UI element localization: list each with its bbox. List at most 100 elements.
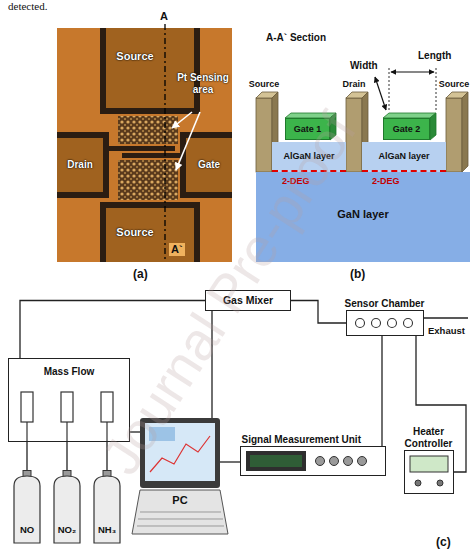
laptop-drawing bbox=[132, 490, 228, 534]
instrument-panel bbox=[316, 457, 325, 466]
cylinder-outline bbox=[14, 476, 40, 543]
dimension-line bbox=[375, 77, 386, 110]
node-label: Mass Flow bbox=[44, 366, 95, 378]
instrument-panel bbox=[358, 457, 367, 466]
node-label: AlGaN layer bbox=[378, 151, 429, 161]
dimension-label: Width bbox=[350, 60, 378, 72]
node-label: PC bbox=[172, 494, 187, 507]
cylinder-outline bbox=[94, 476, 120, 543]
flow-controller bbox=[26, 422, 27, 442]
section-mark: A bbox=[160, 10, 168, 23]
pad-label: Source bbox=[110, 50, 160, 63]
node-label: Sensor Chamber bbox=[335, 298, 435, 310]
node-label: Signal Measurement Unit bbox=[240, 434, 388, 446]
sensing-arrow bbox=[172, 112, 192, 128]
pad-label: Gate bbox=[186, 159, 232, 171]
chamber-port bbox=[356, 319, 413, 328]
pad-label: Drain bbox=[58, 159, 102, 171]
callout-label: Pt Sensing area bbox=[176, 72, 230, 95]
contact-pillar bbox=[462, 92, 468, 172]
section-line bbox=[164, 24, 165, 262]
connector bbox=[66, 442, 67, 470]
gas-cylinder: NO₂ bbox=[52, 470, 82, 544]
flow-controller bbox=[66, 422, 67, 442]
heater-panel bbox=[437, 480, 443, 486]
measurement-unit: Signal Measurement Unit bbox=[240, 446, 386, 476]
node-label: GaN layer bbox=[337, 208, 388, 221]
instrument-panel bbox=[250, 455, 302, 467]
chamber-port bbox=[356, 319, 365, 328]
dimension-line bbox=[375, 68, 436, 111]
laptop-drawing bbox=[138, 519, 223, 520]
chamber-port bbox=[388, 319, 397, 328]
cylinder-outline bbox=[54, 476, 80, 543]
chamber-port bbox=[372, 319, 381, 328]
connector bbox=[291, 301, 346, 324]
flow-controller bbox=[21, 392, 33, 422]
heater-panel bbox=[410, 456, 448, 486]
section-title: A-A` Section bbox=[266, 32, 326, 44]
laptop-drawing bbox=[137, 526, 224, 527]
exhaust-line bbox=[424, 318, 468, 319]
node-label: NO bbox=[20, 525, 34, 536]
gate-electrode: Gate 2 bbox=[383, 118, 430, 140]
device-micrograph bbox=[57, 28, 232, 262]
node-label: NH₃ bbox=[98, 525, 116, 536]
device-micrograph bbox=[57, 138, 103, 192]
connector bbox=[381, 336, 382, 446]
device-micrograph bbox=[103, 146, 175, 151]
dimension-label: Length bbox=[418, 50, 451, 62]
panel-letter: (c) bbox=[436, 536, 451, 550]
device-micrograph bbox=[118, 116, 178, 144]
device-micrograph bbox=[106, 28, 194, 108]
device-micrograph bbox=[57, 28, 232, 262]
contact-label: Drain bbox=[334, 79, 374, 89]
pad-label: Source bbox=[110, 226, 160, 239]
gate-top-face bbox=[430, 113, 436, 140]
instrument-panel bbox=[330, 457, 339, 466]
heater-controller: Heater Controller bbox=[404, 450, 454, 494]
connector bbox=[26, 442, 27, 470]
section-mark: A` bbox=[169, 243, 185, 256]
connector bbox=[416, 336, 466, 472]
instrument-panel bbox=[246, 451, 367, 471]
node-label: Heater Controller bbox=[399, 426, 459, 449]
panel-letter: (a) bbox=[133, 268, 148, 282]
algan-layer: AlGaN layer bbox=[362, 142, 446, 172]
device-micrograph bbox=[122, 153, 182, 158]
node-label: Gate 2 bbox=[393, 124, 421, 134]
sensing-arrow bbox=[172, 112, 200, 170]
channel-label: 2-DEG bbox=[372, 176, 400, 186]
device-micrograph bbox=[118, 160, 178, 200]
instrument-panel bbox=[246, 451, 306, 471]
exhaust-line bbox=[424, 317, 468, 318]
contact-pillar bbox=[256, 98, 272, 172]
contact-pillar bbox=[446, 98, 462, 172]
dimension-line bbox=[436, 68, 437, 111]
chamber-port bbox=[404, 319, 413, 328]
contact-label: Source bbox=[244, 79, 284, 89]
heater-panel bbox=[410, 456, 448, 472]
dimension-line bbox=[389, 68, 390, 111]
body-text: detected. bbox=[8, 0, 47, 13]
heater-panel bbox=[415, 480, 421, 486]
laptop-drawing bbox=[140, 512, 221, 513]
gas-cylinder: NO bbox=[12, 470, 42, 544]
gas-cylinder: NH₃ bbox=[92, 470, 122, 544]
exhaust-label: Exhaust bbox=[428, 326, 465, 337]
instrument-panel bbox=[344, 457, 353, 466]
contact-label: Source bbox=[436, 79, 472, 89]
node-label: NO₂ bbox=[58, 525, 76, 536]
device-micrograph bbox=[186, 138, 232, 192]
device-micrograph bbox=[100, 28, 200, 114]
section-line bbox=[165, 24, 166, 262]
dimension-line bbox=[391, 71, 434, 72]
sensing-arrow bbox=[176, 112, 200, 170]
device-micrograph bbox=[57, 132, 109, 198]
connector bbox=[220, 461, 240, 462]
panel-letter: (b) bbox=[350, 268, 365, 282]
device-micrograph bbox=[100, 202, 200, 262]
device-micrograph bbox=[106, 208, 194, 262]
flow-controller bbox=[61, 392, 73, 422]
